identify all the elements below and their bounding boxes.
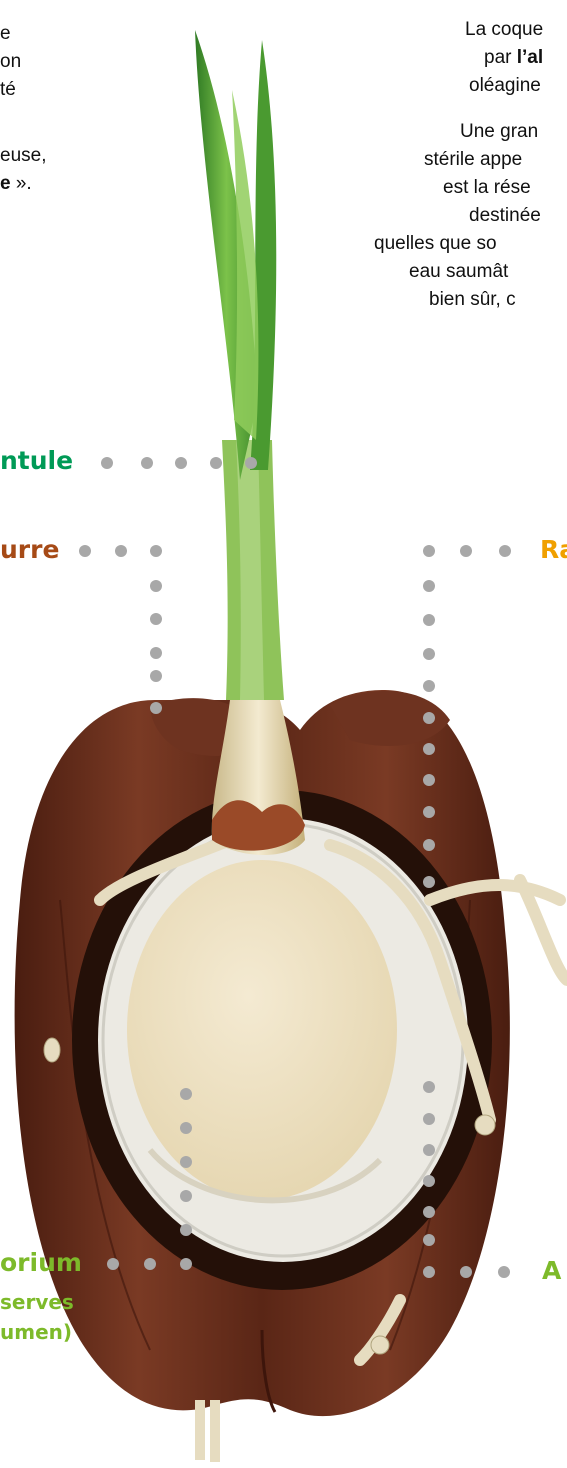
label-reserves: serves: [0, 1290, 74, 1314]
albumen-leader: [423, 1081, 510, 1278]
racines-leader: [423, 545, 511, 888]
label-bourre: urre: [0, 535, 59, 564]
plantule-leader: [101, 457, 257, 469]
label-plantule: ntule: [0, 446, 73, 475]
label-albumen-sub: umen): [0, 1320, 72, 1344]
bourre-leader: [79, 545, 162, 714]
label-haustorium: orium: [0, 1248, 82, 1277]
label-racines: Ra: [540, 535, 567, 564]
label-albumen-right: A: [542, 1256, 561, 1285]
haustorium-leader: [107, 1088, 192, 1270]
